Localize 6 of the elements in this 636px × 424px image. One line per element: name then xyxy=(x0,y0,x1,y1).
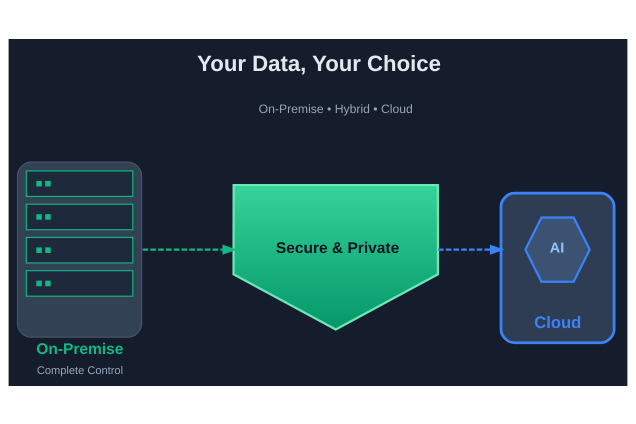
arrow xyxy=(438,244,504,254)
arrow xyxy=(142,244,237,254)
node-label: On-Premise xyxy=(36,340,124,358)
label: On-Premise • Hybrid • Cloud xyxy=(258,102,413,116)
diagram-title: Your Data, Your Choice xyxy=(197,50,441,76)
node-label: Complete Control xyxy=(36,364,124,376)
